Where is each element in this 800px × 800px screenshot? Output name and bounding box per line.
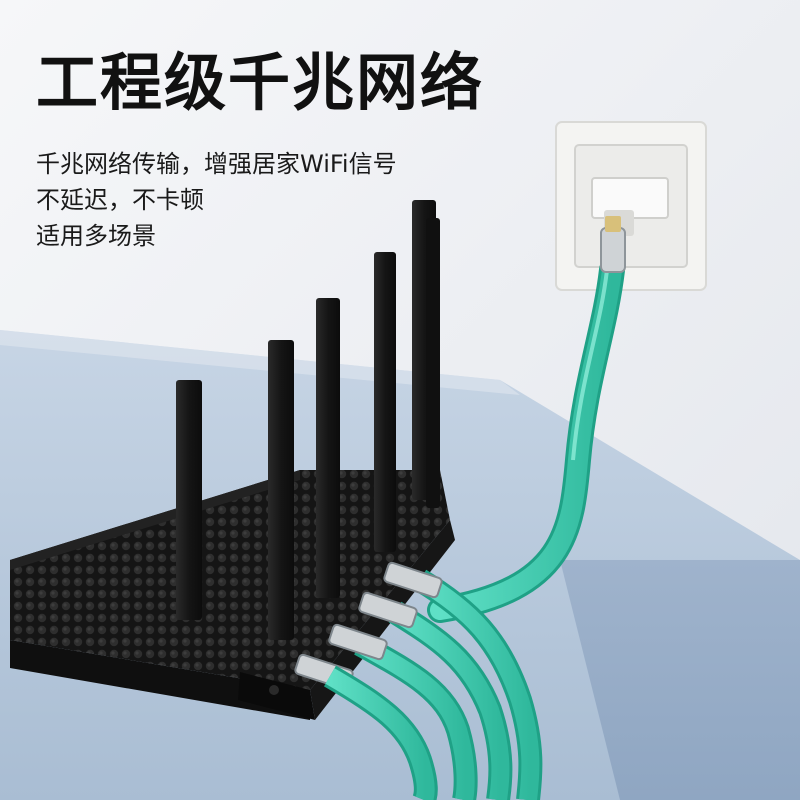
headline: 工程级千兆网络: [36, 46, 485, 119]
description-line-1: 千兆网络传输，增强居家WiFi信号: [36, 150, 397, 178]
router-image: [10, 200, 543, 800]
desk-front-edge: [560, 560, 800, 800]
wall-socket-image: [555, 121, 707, 291]
description-block: 千兆网络传输，增强居家WiFi信号 不延迟，不卡顿 适用多场景: [36, 146, 397, 254]
description-line-2: 不延迟，不卡顿: [36, 186, 204, 214]
description-line-3: 适用多场景: [36, 222, 156, 250]
ethernet-cable-image: [427, 216, 626, 623]
